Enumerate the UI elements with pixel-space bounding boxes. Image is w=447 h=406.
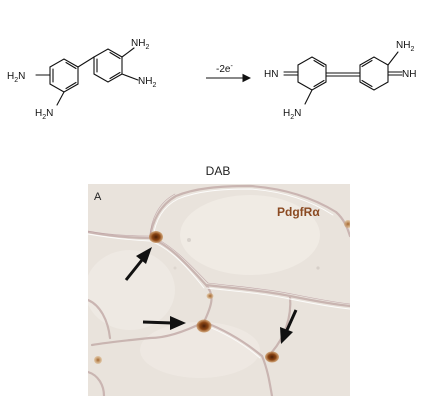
bond-top-amine: [121, 47, 135, 58]
cell-right-edge: [344, 220, 350, 228]
panel-letter: A: [94, 191, 102, 203]
label-product-h2n-bottom: H2N: [283, 108, 301, 121]
reactant-structure: H2N H2N NH2 NH2: [7, 38, 156, 121]
bond-bottom-amine: [56, 91, 65, 106]
product-right-ring: [359, 56, 389, 91]
micrograph: [88, 184, 350, 396]
label-product-nh2-top: NH2: [396, 40, 414, 53]
arrow-label: -2e-: [216, 63, 233, 75]
label-h2n-bottom: H2N: [35, 108, 53, 121]
arrow-middle: [142, 316, 186, 330]
product-structure: HN NH NH2 H2N: [264, 40, 416, 121]
label-nh2-top: NH2: [131, 38, 149, 51]
cell-left-bottom: [94, 356, 102, 364]
cell-lower-right: [265, 351, 279, 363]
cell-middle: [196, 319, 212, 333]
stained-cells: [94, 220, 350, 364]
cell-upper-left: [149, 231, 163, 243]
cell-top-center: [206, 293, 214, 299]
label-nh-right: NH: [402, 69, 416, 80]
arrow-lower-right: [280, 309, 298, 344]
reactant-right-ring: [93, 48, 123, 83]
reactant-left-ring: [49, 58, 79, 93]
arrow-upper-left: [124, 247, 152, 281]
label-nh2-right: NH2: [138, 76, 156, 89]
membrane-network: [88, 184, 350, 396]
micrograph-caption: DAB: [206, 164, 231, 178]
bond-right-amine: [121, 73, 139, 81]
bond-product-top-amine: [387, 51, 399, 66]
product-left-ring: [297, 56, 327, 91]
label-hn-left: HN: [264, 69, 278, 80]
stain-label: PdgfRα: [277, 205, 320, 219]
arrows: [124, 247, 298, 344]
label-h2n-left: H2N: [7, 71, 25, 84]
reactant-biaryl-bond: [77, 56, 95, 68]
reaction-arrow: -2e-: [206, 63, 252, 83]
bond-product-bottom-amine: [304, 89, 313, 105]
